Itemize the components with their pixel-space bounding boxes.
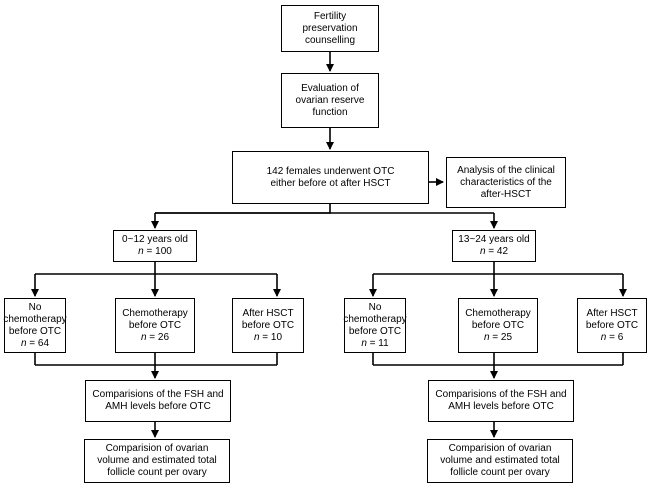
node-text: Evaluation of	[301, 82, 359, 94]
n-count: n = 11	[361, 338, 388, 350]
n-value: = 64	[26, 337, 50, 349]
node-text: Comparisions of the FSH and	[435, 389, 567, 400]
node-old-after-hsct: After HSCT before OTC n = 6	[577, 298, 647, 353]
node-text: before OTC	[241, 319, 295, 331]
n-count: n = 64	[21, 338, 49, 350]
n-symbol: n	[253, 331, 260, 343]
node-text: ovarian reserve	[295, 94, 365, 106]
n-value: = 11	[366, 337, 389, 349]
node-age-old: 13~24 years old n = 42	[452, 230, 536, 262]
n-count: n = 26	[141, 332, 169, 344]
node-text: before OTC	[8, 325, 62, 337]
node-text: Comparisions of the FSH and	[92, 389, 224, 400]
node-text: No	[368, 301, 382, 313]
n-value: = 25	[489, 331, 513, 343]
node-text: chemotherapy	[3, 313, 67, 325]
n-count: n = 42	[480, 246, 508, 258]
node-text: counselling	[304, 34, 356, 46]
node-text: volume and estimated total	[440, 455, 560, 466]
node-text: Comparision of ovarian	[448, 443, 552, 454]
node-text: characteristics of the	[460, 176, 552, 188]
node-text: Chemotherapy	[122, 307, 188, 319]
n-symbol: n	[20, 337, 27, 349]
node-text: Fertility	[313, 10, 347, 22]
node-old-volume-comparison: Comparision of ovarian volume and estima…	[427, 439, 573, 483]
node-text: follicle count per ovary	[107, 467, 207, 478]
node-text: preservation	[302, 22, 358, 34]
node-text: function	[312, 106, 348, 118]
node-young-chemo: Chemotherapy before OTC n = 26	[115, 298, 195, 353]
n-count: n = 6	[601, 332, 624, 344]
n-symbol: n	[483, 331, 490, 343]
node-old-fsh-comparison: Comparisions of the FSH and AMH levels b…	[428, 380, 574, 422]
node-text: before OTC	[471, 319, 525, 331]
node-text: After HSCT	[586, 307, 638, 319]
node-young-after-hsct: After HSCT before OTC n = 10	[232, 298, 304, 353]
n-count: n = 100	[138, 246, 172, 258]
n-value: = 6	[606, 331, 624, 343]
node-young-no-chemo: No chemotherapy before OTC n = 64	[3, 298, 67, 353]
node-counselling: Fertility preservation counselling	[281, 5, 379, 52]
node-text: before OTC	[585, 319, 639, 331]
node-analysis: Analysis of the clinical characteristics…	[446, 157, 566, 208]
split-cohort-to-age-groups	[155, 204, 331, 214]
node-text: after-HSCT	[480, 188, 532, 200]
n-count: n = 25	[484, 332, 512, 344]
n-symbol: n	[138, 246, 144, 257]
node-text: No	[28, 301, 42, 313]
node-text: before OTC	[348, 325, 402, 337]
n-symbol: n	[140, 331, 147, 343]
node-text: follicle count per ovary	[450, 467, 550, 478]
node-text: before OTC	[128, 319, 182, 331]
node-young-volume-comparison: Comparision of ovarian volume and estima…	[84, 439, 230, 483]
node-text: either before ot after HSCT	[270, 177, 391, 189]
n-value: = 26	[146, 331, 170, 343]
n-value: = 10	[259, 331, 283, 343]
node-old-chemo: Chemotherapy before OTC n = 25	[458, 298, 538, 353]
node-old-no-chemo: No chemotherapy before OTC n = 11	[343, 298, 407, 353]
n-symbol: n	[600, 331, 607, 343]
n-count: n = 10	[254, 332, 282, 344]
node-text: 0~12 years old	[122, 234, 188, 245]
node-text: AMH levels before OTC	[105, 401, 211, 412]
node-text: chemotherapy	[343, 313, 407, 325]
node-age-young: 0~12 years old n = 100	[113, 230, 197, 262]
node-cohort: 142 females underwent OTC either before …	[232, 151, 429, 204]
n-value: = 100	[143, 246, 172, 257]
node-text: 13~24 years old	[458, 234, 530, 245]
node-young-fsh-comparison: Comparisions of the FSH and AMH levels b…	[85, 380, 231, 422]
node-text: After HSCT	[242, 307, 294, 319]
node-text: 142 females underwent OTC	[266, 165, 395, 177]
node-text: Analysis of the clinical	[457, 164, 555, 176]
node-evaluation: Evaluation of ovarian reserve function	[281, 73, 379, 128]
node-text: AMH levels before OTC	[448, 401, 554, 412]
node-text: Comparision of ovarian	[105, 443, 209, 454]
n-value: = 42	[485, 246, 509, 257]
node-text: volume and estimated total	[97, 455, 217, 466]
n-symbol: n	[479, 246, 486, 257]
node-text: Chemotherapy	[465, 307, 531, 319]
n-symbol: n	[361, 337, 367, 349]
